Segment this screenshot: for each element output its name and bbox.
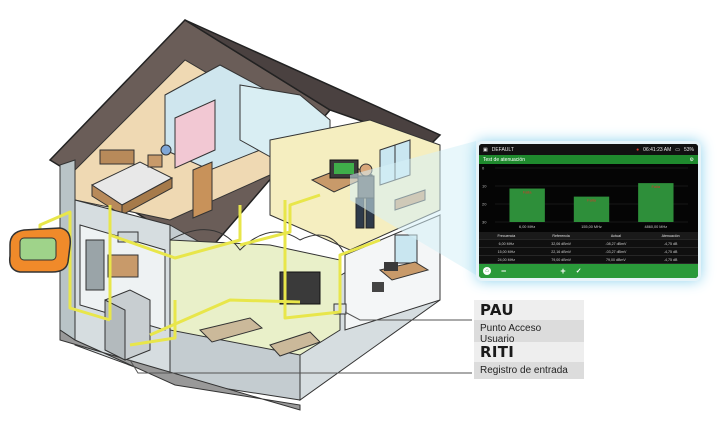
attenuation-chart: 0 10 20 30 Falla 6,00 MHz Falla 155,00 MHz Falla… [479, 164, 698, 232]
chart-y-tick: 30 [482, 220, 487, 225]
chart-bar-label: Falla [523, 190, 532, 195]
screen-title: Test de atenuación [483, 156, 525, 163]
pau-callout: PAU Punto Acceso Usuario [474, 300, 584, 348]
table-cell: -03,27 dBmV [605, 249, 627, 254]
settings-icon[interactable]: ⚙ [689, 156, 694, 163]
table-row: 6,00 MHz 32,06 dBmV -08,27 dBmV -4,75 dB [479, 240, 698, 248]
check-icon[interactable]: ✓ [575, 268, 582, 275]
status-battery: 53% [683, 146, 694, 153]
home-icon[interactable]: ⌂ [483, 267, 491, 275]
external-meter [8, 227, 72, 273]
chart-bar [573, 196, 610, 222]
chart-bar [509, 188, 545, 222]
minus-icon[interactable]: − [501, 266, 507, 276]
plus-icon[interactable]: + [560, 266, 566, 276]
table-cell: -4,75 dB [663, 241, 678, 246]
living-room [169, 229, 346, 357]
table-cell: -4,75 dB [663, 257, 678, 262]
table-cell: Atenuación [661, 233, 680, 238]
meter-screen: ▣ DEFAULT ● 06:41:23 AM ▭ 53% Test de at… [476, 141, 701, 281]
riti-subtitle: Registro de entrada [474, 362, 584, 379]
table-row: 15,00 MHz 22,16 dBmV -03,27 dBmV -4,75 dB [479, 248, 698, 256]
table-cell: 6,00 MHz [498, 241, 515, 246]
chart-x-label: 4860,00 MHz [645, 225, 668, 229]
table-cell: 32,06 dBmV [551, 241, 572, 246]
attenuation-table: Frecuencia Referencia Actual Atenuación 6,00… [479, 232, 698, 264]
folder-icon: ▣ [483, 146, 488, 153]
chart-bar [638, 183, 674, 222]
status-profile: DEFAULT [491, 146, 514, 153]
zoom-beam [350, 141, 476, 275]
table-cell: 79,00 dBmV [605, 257, 626, 262]
study-room [333, 214, 441, 331]
table-cell: Referencia [552, 233, 570, 238]
chart-bar-label: Falla [587, 198, 596, 203]
chart-bar-label: Falla [651, 184, 660, 189]
table-cell: Actual [610, 233, 621, 238]
chart-x-label: 155,00 MHz [581, 225, 602, 229]
status-time: 06:41:23 AM [643, 146, 672, 153]
table-cell: Frecuencia [497, 233, 516, 238]
table-cell: 22,16 dBmV [551, 249, 572, 254]
chart-y-tick: 20 [482, 202, 487, 207]
callout-leaders [129, 311, 472, 374]
table-cell: -4,75 dB [663, 249, 678, 254]
pau-title: PAU [474, 300, 584, 320]
table-cell: 79,00 dBmV [551, 257, 572, 262]
table-cell: -08,27 dBmV [605, 241, 627, 246]
riti-title: RITI [474, 342, 584, 362]
table-cell: 15,00 MHz [497, 249, 516, 254]
record-icon: ● [636, 146, 640, 153]
riti-callout: RITI Registro de entrada [474, 342, 584, 379]
screen-toolbar: ⌂ − + ✓ [479, 264, 698, 278]
upper-floor [74, 59, 331, 221]
chart-y-tick: 10 [482, 184, 487, 189]
table-header-row: Frecuencia Referencia Actual Atenuación [479, 232, 698, 240]
status-bar: ▣ DEFAULT ● 06:41:23 AM ▭ 53% [479, 144, 698, 155]
battery-icon: ▭ [675, 146, 680, 153]
attenuation-chart-svg: 0 10 20 30 Falla 6,00 MHz Falla 155,00 MHz Falla… [482, 166, 688, 229]
screen-header: Test de atenuación ⚙ [479, 155, 698, 164]
table-cell: 24,00 MHz [497, 257, 516, 262]
table-row: 24,00 MHz 79,00 dBmV 79,00 dBmV -4,75 dB [479, 256, 698, 264]
chart-y-tick: 0 [482, 166, 485, 171]
chart-x-label: 6,00 MHz [519, 225, 535, 229]
